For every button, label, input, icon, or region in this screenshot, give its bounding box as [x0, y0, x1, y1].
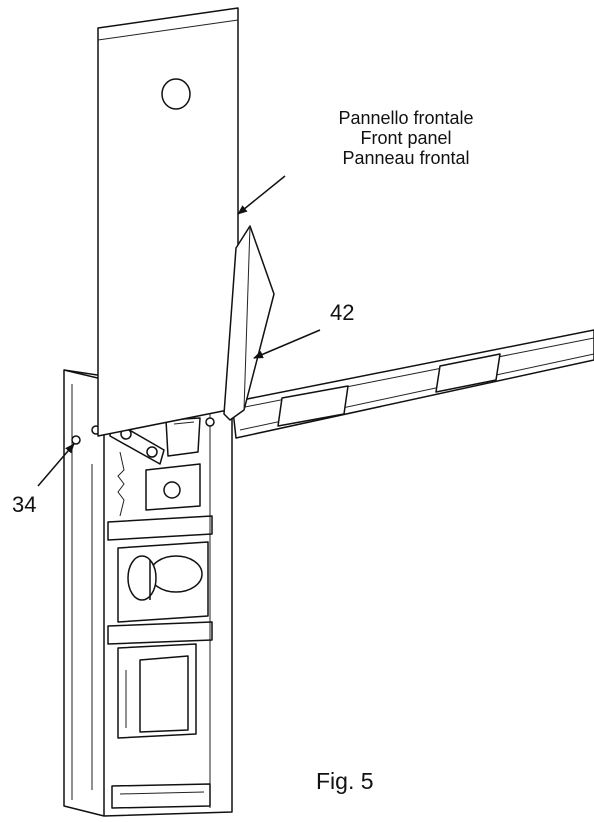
- part-number-34: 34: [12, 492, 37, 517]
- panel-lock-hole: [161, 78, 191, 110]
- front-panel-leader: [237, 175, 286, 215]
- part-34-screw: [71, 435, 81, 445]
- tilted-cover: [223, 225, 275, 421]
- front-panel-label-it: Pannello frontale: [338, 108, 474, 128]
- front-panel-label-en: Front panel: [360, 128, 452, 148]
- part-34-leader: [37, 443, 75, 487]
- part-number-42: 42: [330, 300, 355, 325]
- front-panel-caption: Pannello frontale Front panel Panneau fr…: [296, 108, 516, 168]
- front-panel-label-fr: Panneau frontal: [342, 148, 470, 168]
- part-42-leader: [253, 329, 321, 359]
- front-panel: [97, 7, 239, 437]
- boom-arm: [231, 329, 594, 439]
- figure-caption: Fig. 5: [316, 768, 374, 794]
- boom-reflector-2: [435, 353, 501, 393]
- boom-reflector-1: [277, 385, 349, 427]
